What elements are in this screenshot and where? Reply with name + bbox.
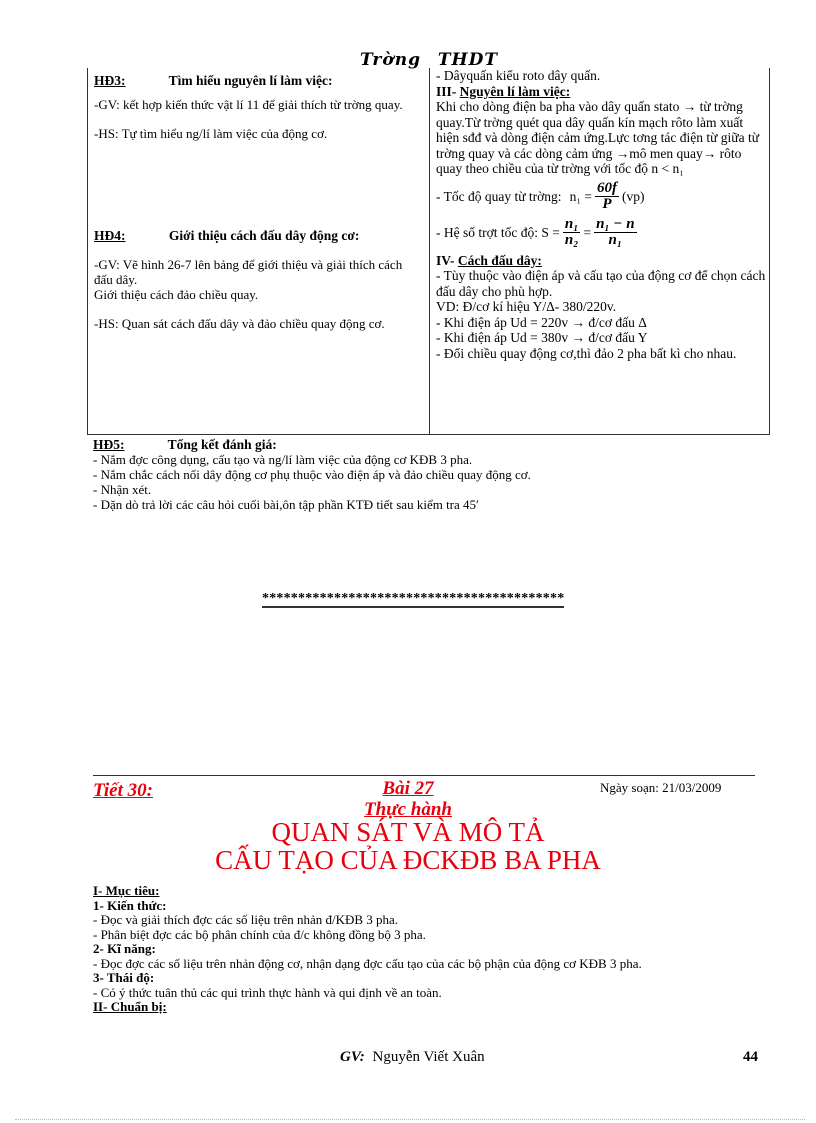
prep-date: Ngày soạn: 21/03/2009 bbox=[600, 780, 722, 795]
hd3-gv-text: -GV: kết hợp kiến thức vật lí 11 để giải… bbox=[94, 97, 403, 112]
page-number: 44 bbox=[743, 1049, 758, 1065]
hd3-title: Tìm hiểu nguyên lí làm việc: bbox=[168, 73, 333, 88]
speed-denominator: P bbox=[602, 196, 612, 212]
lesson-title-line-2: CẤU TẠO CỦA ĐCKĐB BA PHA bbox=[215, 845, 601, 875]
speed-formula: - Tốc độ quay từ trờng: n₁ = 60f P (vp) bbox=[436, 179, 766, 213]
teacher-name: Nguyễn Viết Xuân bbox=[372, 1049, 485, 1065]
hd4-gv-text: -GV: Vẽ hình 26-7 lên bảng để giới thiệu… bbox=[94, 257, 403, 287]
hd3-heading: HĐ3: Tìm hiểu nguyên lí làm việc: bbox=[94, 73, 424, 88]
attitude-heading: 3- Thái độ: bbox=[93, 970, 155, 985]
asterisk-separator: ****************************************… bbox=[262, 591, 565, 608]
slip-denominator-1: n₂ bbox=[564, 232, 579, 248]
wiring-line: VD: Đ/cơ kí hiệu Y/Δ- 380/220v. bbox=[436, 299, 617, 314]
objectives-section: I- Mục tiêu: 1- Kiến thức: - Đọc và giải… bbox=[93, 883, 773, 1015]
section-4-title: Cách đấu dây: bbox=[457, 252, 542, 268]
wiring-line: - Đổi chiều quay động cơ,thì đảo 2 pha b… bbox=[436, 345, 737, 361]
speed-numerator: 60f bbox=[595, 179, 620, 197]
hd4-hs-text: -HS: Quan sát cách đấu dây và đảo chiều … bbox=[94, 316, 385, 331]
hd4-heading: HĐ4: Giới thiệu cách đấu dây động cơ: bbox=[94, 228, 424, 243]
skills-heading: 2- Kĩ năng: bbox=[93, 941, 156, 956]
speed-fraction: 60f P bbox=[595, 179, 620, 213]
hd5-title: Tổng kết đánh giá: bbox=[167, 437, 277, 452]
knowledge-line: - Phân biệt đợc các bộ phân chính của đ/… bbox=[93, 926, 426, 942]
slip-denominator-2: n₁ bbox=[608, 232, 623, 248]
hd3-hs-text: -HS: Tự tìm hiểu ng/lí làm việc của động… bbox=[94, 126, 328, 141]
slip-formula: - Hệ số trợt tốc độ: S = n₁ n₂ = n₁ − n … bbox=[436, 215, 766, 249]
section-3-heading: III- Nguyên lí làm việc: bbox=[436, 84, 766, 100]
slip-fraction-1: n₁ n₂ bbox=[562, 215, 581, 249]
hd4-gv2-text: Giới thiệu cách đảo chiều quay. bbox=[94, 287, 259, 302]
speed-formula-label: - Tốc độ quay từ trờng: bbox=[436, 188, 562, 204]
section-3-number: III- bbox=[436, 83, 457, 99]
hd5-section: HĐ5: Tổng kết đánh giá: - Nắm đợc công d… bbox=[93, 437, 773, 512]
teacher-label: GV: bbox=[340, 1049, 365, 1065]
lesson-title-line-1: QUAN SÁT VÀ MÔ TẢ bbox=[271, 817, 545, 847]
column-divider bbox=[429, 68, 430, 434]
skills-line: - Đọc đợc các số liệu trên nhản động cơ,… bbox=[93, 955, 642, 971]
objectives-heading-text: I- Mục tiêu: bbox=[93, 883, 160, 898]
hd5-heading: HĐ5: Tổng kết đánh giá: bbox=[93, 437, 773, 452]
objectives-heading: I- Mục tiêu: bbox=[93, 883, 773, 899]
hd4-title: Giới thiệu cách đấu dây động cơ: bbox=[168, 228, 360, 243]
section-3-title: Nguyên lí làm việc: bbox=[459, 83, 571, 99]
slip-numerator-1: n₁ bbox=[562, 215, 581, 233]
knowledge-line: - Đọc và giải thích đợc các số liệu trên… bbox=[93, 912, 399, 927]
wiring-line: - Khi điện áp Ud = 220v → đ/cơ đấu Δ bbox=[436, 314, 647, 330]
lesson-number: Bài 27 bbox=[382, 778, 434, 799]
rotor-winding-line: - Dâyquấn kiểu roto dây quấn. bbox=[436, 68, 601, 83]
attitude-line: - Có ý thức tuân thủ các qui trình thực … bbox=[93, 984, 442, 1000]
slip-equals: = bbox=[583, 224, 592, 240]
slip-fraction-2: n₁ − n n₁ bbox=[594, 215, 637, 249]
summary-line: - Nhận xét. bbox=[93, 482, 152, 497]
teacher-activity-column: HĐ3: Tìm hiểu nguyên lí làm việc: -GV: k… bbox=[94, 68, 424, 331]
summary-line: - Nắm đợc công dụng, cấu tạo và ng/lí là… bbox=[93, 452, 473, 467]
speed-formula-lhs: n₁ = bbox=[569, 188, 593, 204]
preparation-heading-text: II- Chuẩn bị: bbox=[93, 999, 167, 1014]
period-label: Tiết 30: bbox=[93, 780, 153, 801]
wiring-line: - Tùy thuộc vào điện áp và cấu tạo của đ… bbox=[436, 268, 766, 299]
section-4-heading: IV- Cách đấu dây: bbox=[436, 253, 766, 269]
lesson-table: HĐ3: Tìm hiểu nguyên lí làm việc: -GV: k… bbox=[87, 68, 770, 435]
knowledge-heading: 1- Kiến thức: bbox=[93, 897, 167, 913]
lesson-type: Thực hành bbox=[364, 799, 452, 820]
hd4-label: HĐ4: bbox=[94, 228, 126, 243]
horizontal-rule bbox=[93, 775, 755, 776]
hd5-label: HĐ5: bbox=[93, 437, 125, 452]
summary-line: - Nắm chắc cách nối dây động cơ phụ thuộ… bbox=[93, 467, 531, 482]
speed-unit: (vp) bbox=[622, 188, 645, 204]
summary-line: - Dặn dò trả lời các câu hỏi cuối bài,ôn… bbox=[93, 497, 479, 512]
section-4-number: IV- bbox=[436, 252, 455, 268]
hd3-label: HĐ3: bbox=[94, 73, 126, 88]
page-bottom-border bbox=[15, 1119, 805, 1120]
preparation-heading: II- Chuẩn bị: bbox=[93, 999, 773, 1015]
wiring-line: - Khi điện áp Ud = 380v → đ/cơ đấu Y bbox=[436, 330, 648, 345]
slip-formula-label: - Hệ số trợt tốc độ: S = bbox=[436, 224, 560, 240]
slip-numerator-2: n₁ − n bbox=[594, 215, 637, 233]
school-header-b: THDT bbox=[437, 50, 498, 70]
footer-teacher: GV: Nguyễn Viết Xuân bbox=[340, 1049, 485, 1066]
school-header-a: Trờng bbox=[360, 50, 421, 70]
school-header: Trờng THDT bbox=[360, 50, 508, 70]
section-3-body: Khi cho dòng điện ba pha vào dây quấn st… bbox=[436, 99, 760, 176]
content-column: - Dâyquấn kiểu roto dây quấn. III- Nguyê… bbox=[436, 68, 766, 361]
